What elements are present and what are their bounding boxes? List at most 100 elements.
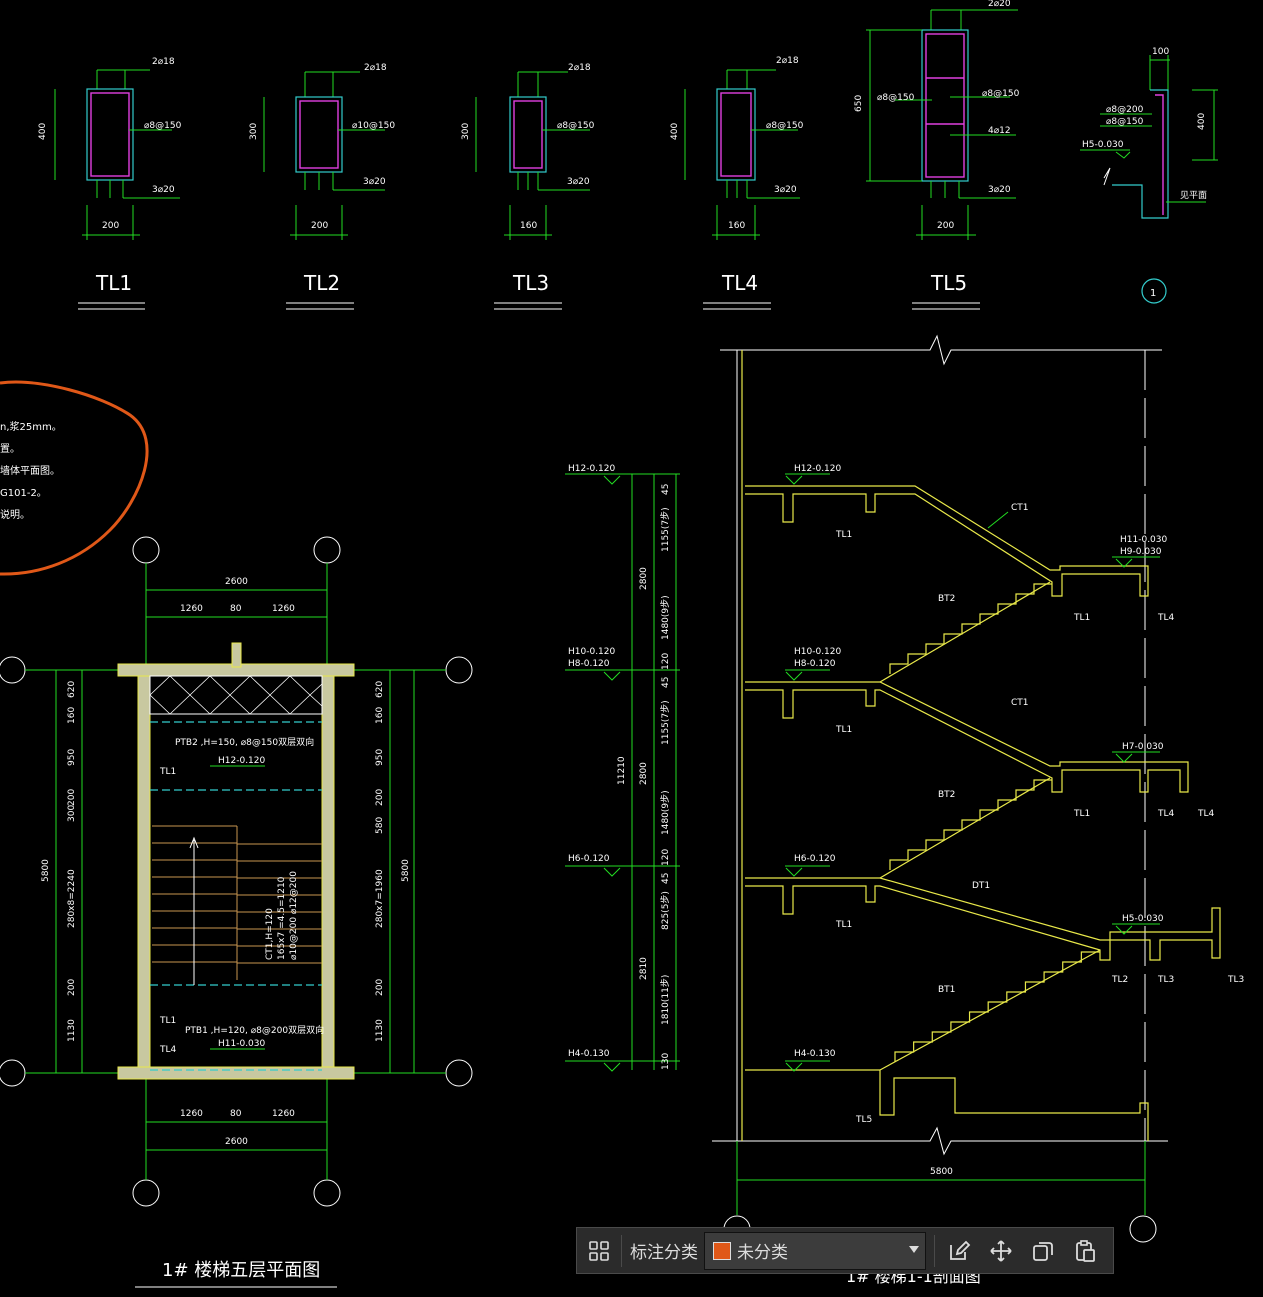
sec-ct1-a: CT1: [1011, 503, 1029, 513]
sec-tl5: TL5: [855, 1115, 872, 1125]
grid-icon[interactable]: [581, 1233, 617, 1269]
tl2-stirrup: ⌀10@150: [352, 121, 395, 131]
plan-tl4: TL4: [159, 1045, 177, 1055]
beam-section-tl1: 2⌀18 ⌀8@150 3⌀20 400 200 TL1: [38, 57, 182, 310]
beam-section-tl2: 2⌀18 ⌀10@150 3⌀20 300 200 TL2: [249, 63, 395, 310]
section-bottom-dim: 5800: [930, 1167, 953, 1177]
stair-steps: [894, 951, 1100, 1062]
plan-tl1-b: TL1: [159, 1016, 176, 1026]
detail1-note: 见平面: [1180, 190, 1207, 201]
toolbar-separator: [621, 1234, 622, 1267]
paste-icon[interactable]: [1067, 1233, 1103, 1269]
plan-dim-left-top: 1260: [180, 604, 203, 614]
sec-h8: H8-0.120: [794, 659, 836, 669]
tl2-top-bar: 2⌀18: [364, 63, 387, 73]
plan-right-total: 5800: [401, 859, 411, 882]
copy-icon[interactable]: [1025, 1233, 1061, 1269]
section-elev-h10: H10-0.120: [568, 647, 616, 657]
sec-h7: H7-0.030: [1122, 742, 1164, 752]
plan-dim-total-top: 2600: [225, 577, 248, 587]
sec-vdim-12: 825(5步): [660, 891, 671, 930]
note-line-1: n,浆25mm。: [0, 420, 62, 433]
plan-right-dim-5: 580: [375, 817, 385, 834]
category-dropdown[interactable]: 未分类: [704, 1231, 926, 1270]
detail-1: 100 ⌀8@200 ⌀8@150 H5-0.030 见平面 400 1: [1080, 47, 1218, 304]
sec-h10: H10-0.120: [794, 647, 842, 657]
sec-h6: H6-0.120: [794, 854, 836, 864]
tl1-height: 400: [38, 123, 48, 140]
tl3-top-bar: 2⌀18: [568, 63, 591, 73]
sec-ct1-b: CT1: [1011, 698, 1029, 708]
note-line-3: 墙体平面图。: [0, 464, 60, 477]
tl5-stirrup: ⌀8@150: [877, 93, 915, 103]
plan-right-dim-1: 620: [375, 681, 385, 698]
category-value: 未分类: [737, 1243, 788, 1263]
sec-vdim-6: 120: [661, 653, 671, 670]
tl5-side-bar2: 4⌀12: [988, 126, 1011, 136]
sec-bt2-a: BT2: [938, 594, 955, 604]
note-line-5: 说明。: [0, 508, 30, 521]
edit-icon[interactable]: [941, 1233, 977, 1269]
sec-h12: H12-0.120: [794, 464, 842, 474]
tl4-title: TL4: [721, 271, 758, 295]
sec-vdim-7: 1155(7步): [660, 700, 671, 745]
category-label: 标注分类: [630, 1243, 698, 1263]
detail1-bar1: ⌀8@200: [1106, 105, 1144, 115]
sec-tl3-a: TL3: [1157, 975, 1174, 985]
plan-ct1-a: CT1,H=120: [265, 908, 275, 960]
sec-vdim-4: 1480(9步): [660, 595, 671, 640]
tl2-width: 200: [311, 221, 328, 231]
plan-dim-right-top: 1260: [272, 604, 295, 614]
sec-tl3-b: TL3: [1227, 975, 1244, 985]
tl3-bottom-bar: 3⌀20: [567, 177, 590, 187]
sec-vdim-10: 45: [661, 873, 671, 884]
tl4-height: 400: [670, 123, 680, 140]
plan-left-dim-1: 620: [67, 681, 77, 698]
stair-steps: [889, 583, 1052, 674]
tl3-height: 300: [461, 123, 471, 140]
plan-ptb2: PTB2 ,H=150, ⌀8@150双层双向: [175, 736, 314, 748]
stair-plan: 2600 1260 80 1260 1260 80 1260 2600 620 …: [0, 536, 473, 1288]
plan-left-total: 5800: [41, 859, 51, 882]
sec-h5: H5-0.030: [1122, 914, 1164, 924]
plan-ct1-b: 165x7 =4.5=1210: [277, 876, 287, 960]
sec-tl1-b: TL1: [1073, 613, 1090, 623]
sec-vdim-15: 130: [661, 1053, 671, 1070]
sec-tl1-a: TL1: [835, 530, 852, 540]
detail1-mark: 1: [1150, 288, 1156, 299]
sec-tl1-c: TL1: [835, 725, 852, 735]
tl1-width: 200: [102, 221, 119, 231]
plan-left-dim-6: 280x8=2240: [67, 869, 77, 928]
plan-right-dim-4: 200: [375, 789, 385, 806]
tl5-side-bar1: ⌀8@150: [982, 89, 1020, 99]
sec-h9: H9-0.030: [1120, 547, 1162, 557]
plan-h11: H11-0.030: [218, 1039, 266, 1049]
beam-section-tl5: 2⌀20 ⌀8@150 ⌀8@150 4⌀12 3⌀20 650 200 TL5: [854, 0, 1020, 310]
tl1-stirrup: ⌀8@150: [144, 121, 182, 131]
sec-h11: H11-0.030: [1120, 535, 1168, 545]
sec-h4: H4-0.130: [794, 1049, 836, 1059]
detail1-dim-side: 400: [1197, 113, 1207, 130]
detail1-bar2: ⌀8@150: [1106, 117, 1144, 127]
tl1-top-bar: 2⌀18: [152, 57, 175, 67]
stair-section: 5800 H12-0.120 H10-0.120 H8-0.120 H6-0.1…: [565, 334, 1244, 1286]
sec-bt1: BT1: [938, 985, 955, 995]
plan-left-dim-7: 200: [67, 979, 77, 996]
move-icon[interactable]: [983, 1233, 1019, 1269]
tl4-top-bar: 2⌀18: [776, 56, 799, 66]
sec-tl4-b: TL4: [1157, 809, 1175, 819]
tl4-width: 160: [728, 221, 745, 231]
plan-dim-mid-top: 80: [230, 604, 242, 614]
tl1-bottom-bar: 3⌀20: [152, 185, 175, 195]
sec-tl1-e: TL1: [835, 920, 852, 930]
sec-vdim-11: 120: [661, 849, 671, 866]
plan-right-dim-6: 280x7=1960: [375, 869, 385, 928]
sec-vdim-5: 45: [661, 677, 671, 688]
tl5-height: 650: [854, 95, 864, 112]
tl4-bottom-bar: 3⌀20: [774, 185, 797, 195]
annotation-toolbar: 标注分类 未分类: [576, 1227, 1114, 1274]
stair-steps: [889, 779, 1052, 870]
tl1-title: TL1: [95, 271, 132, 295]
tl2-title: TL2: [303, 271, 340, 295]
